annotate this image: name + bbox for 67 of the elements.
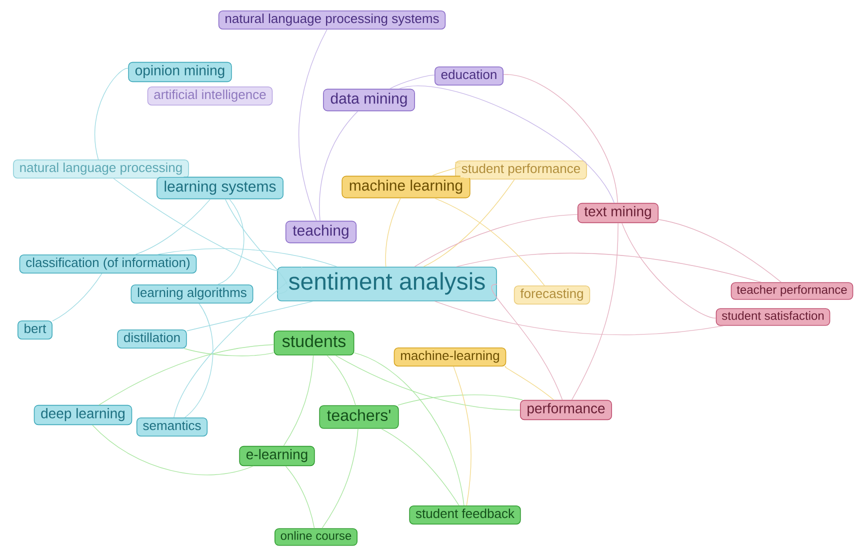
link-curve (92, 424, 254, 476)
link-curve (658, 219, 782, 283)
link-curve (285, 466, 315, 529)
link-curve (174, 266, 302, 418)
link-curve (414, 214, 578, 268)
link-curve (622, 222, 716, 318)
link-curve (354, 352, 464, 506)
keyword-box: performance (526, 402, 606, 418)
keyword-box: artificial intelligence (152, 88, 268, 104)
keyword-box: machine-learning (399, 349, 501, 365)
keyword-box: student satisfaction (720, 310, 826, 324)
link-curve (322, 428, 358, 529)
keyword-box: online course (279, 530, 353, 544)
link-curve (184, 303, 214, 418)
keyword-box: education (440, 68, 498, 84)
keyword-box: classification (of information) (24, 256, 192, 272)
link-curve (397, 394, 523, 406)
keyword-box: e-learning (244, 448, 310, 464)
link-curve (319, 110, 358, 222)
keyword-box: forecasting (519, 287, 585, 303)
keyword-box: students (280, 332, 348, 354)
link-curve (456, 252, 762, 283)
link-curve (398, 86, 615, 204)
link-curve (385, 198, 401, 268)
keyword-box: teachers' (326, 407, 392, 427)
keyword-box: data mining (329, 90, 409, 110)
link-curve (135, 198, 211, 255)
keyword-box: sentiment analysis (287, 270, 487, 298)
link-curve (389, 74, 435, 90)
link-curve (94, 68, 129, 160)
keyword-box: natural language processing (18, 161, 184, 177)
link-curve (503, 74, 618, 204)
keyword-box: student performance (460, 162, 582, 178)
keyword-box: teaching (292, 222, 350, 242)
link-curve (186, 300, 314, 332)
link-curve (157, 248, 338, 268)
keyword-box: bert (22, 322, 48, 338)
link-curve (491, 284, 563, 400)
keyword-box: teacher performance (736, 284, 848, 298)
link-curve (335, 355, 520, 410)
keyword-box: learning algorithms (136, 286, 248, 302)
link-curve (224, 198, 288, 294)
keyword-box: distillation (122, 331, 182, 347)
link-curve (453, 366, 472, 506)
link-curve (283, 355, 314, 446)
link-curve (381, 428, 460, 506)
link-curve (217, 198, 244, 285)
link-curve (571, 222, 618, 400)
link-curve (434, 198, 545, 286)
link-curve (326, 355, 356, 406)
keyword-box: student feedback (414, 507, 516, 523)
keyword-box: natural language processing systems (224, 12, 440, 28)
keyword-box: opinion mining (134, 64, 226, 80)
keyword-box: text mining (583, 204, 653, 222)
keyword-box: learning systems (162, 178, 278, 198)
link-curve (52, 273, 102, 322)
keyword-box: deep learning (40, 406, 126, 424)
link-curve (113, 178, 278, 271)
link-curve (298, 29, 328, 222)
link-curve (434, 300, 724, 336)
link-curve (98, 344, 274, 406)
link-curve (504, 366, 554, 400)
link-curve (184, 348, 274, 356)
keyword-box: machine learning (348, 178, 464, 196)
keyword-box: semantics (142, 419, 202, 435)
link-curve (423, 179, 515, 268)
link-curve (432, 162, 463, 176)
